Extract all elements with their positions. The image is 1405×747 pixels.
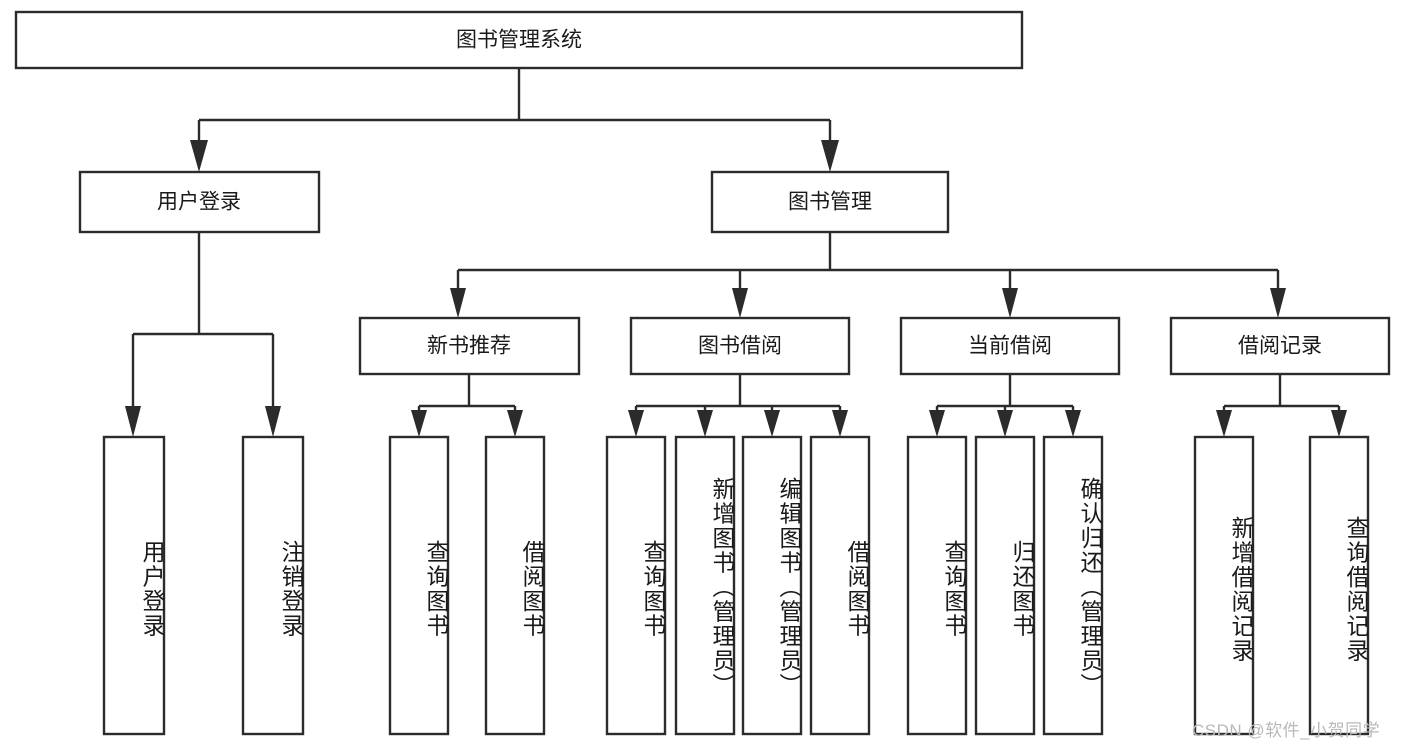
leaf-box-logout[interactable] [241,435,305,736]
leaf-box-add-borrow-record[interactable] [1193,435,1255,736]
arrow-head-icon [697,410,713,437]
node-root[interactable]: 图书管理系统 [14,10,1024,70]
node-label: 用户登录 [157,191,241,214]
node-label: 新书推荐 [427,335,511,358]
connector-userlogin-to-leaves [125,232,281,437]
node-box[interactable] [899,316,1121,376]
arrow-head-icon [265,406,281,437]
node-new-book-recommend[interactable]: 新书推荐 [358,316,581,376]
node-label: 图书管理系统 [456,29,582,52]
leaf-box-borrow-book-1[interactable] [484,435,546,736]
node-label: 借阅记录 [1238,335,1322,358]
arrow-head-icon [1065,410,1081,437]
arrow-head-icon [821,140,839,172]
node-borrow-record[interactable]: 借阅记录 [1169,316,1391,376]
leaf-box-confirm-return[interactable] [1042,435,1104,736]
arrow-head-icon [732,288,748,318]
arrow-head-icon [411,410,427,437]
leaf-box-add-book[interactable] [674,435,736,736]
connector-bookmgmt-to-level3 [450,232,1286,318]
connector-bookborrow-to-leaves [628,374,848,437]
arrow-head-icon [1002,288,1018,318]
arrow-head-icon [764,410,780,437]
node-box[interactable] [629,316,851,376]
leaf-box-query-book-3[interactable] [906,435,968,736]
leaf-box-return-book[interactable] [974,435,1036,736]
node-book-management[interactable]: 图书管理 [710,170,950,234]
arrow-head-icon [507,410,523,437]
leaf-box-query-book-1[interactable] [388,435,450,736]
node-label: 当前借阅 [968,335,1052,358]
connector-currentborrow-to-leaves [929,374,1081,437]
node-user-login[interactable]: 用户登录 [78,170,321,234]
connector-borrowrecord-to-leaves [1216,374,1347,437]
arrow-head-icon [628,410,644,437]
leaf-box-query-borrow-record[interactable] [1308,435,1370,736]
arrow-head-icon [450,288,466,318]
node-label: 图书管理 [788,191,872,214]
arrow-head-icon [125,406,141,437]
leaf-box-query-book-2[interactable] [605,435,667,736]
node-box[interactable] [710,170,950,234]
connector-root-to-level2 [190,68,839,172]
arrow-head-icon [1270,288,1286,318]
leaf-box-edit-book[interactable] [741,435,803,736]
arrow-head-icon [929,410,945,437]
node-box[interactable] [78,170,321,234]
arrow-head-icon [1331,410,1347,437]
connector-newbook-to-leaves [411,374,523,437]
leaf-boxes [102,435,1370,736]
arrow-head-icon [1216,410,1232,437]
leaf-box-user-login[interactable] [102,435,166,736]
node-box[interactable] [358,316,581,376]
arrow-head-icon [832,410,848,437]
node-label: 图书借阅 [698,335,782,358]
watermark-text: CSDN @软件_小贺同学 [1192,721,1381,740]
node-box[interactable] [14,10,1024,70]
arrow-head-icon [997,410,1013,437]
arrow-head-icon [190,140,208,172]
node-book-borrow[interactable]: 图书借阅 [629,316,851,376]
node-box[interactable] [1169,316,1391,376]
leaf-box-borrow-book-2[interactable] [809,435,871,736]
node-current-borrow[interactable]: 当前借阅 [899,316,1121,376]
